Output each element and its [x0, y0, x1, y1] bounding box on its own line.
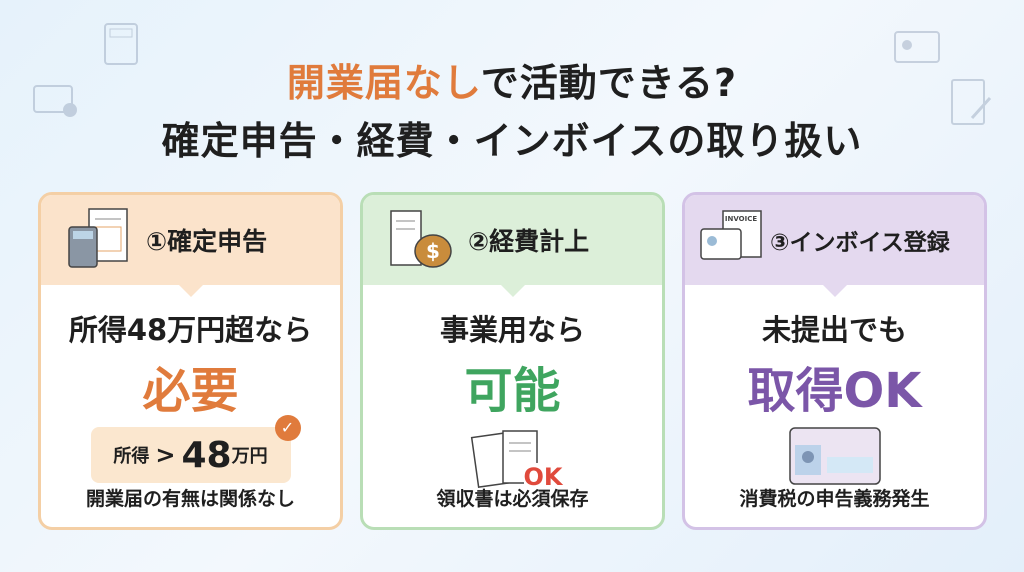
card-footer: 開業届の有無は関係なし	[85, 488, 295, 510]
receipts-ok-icon: OK	[463, 427, 563, 491]
badge-unit: 万円	[231, 446, 268, 467]
svg-text:$: $	[426, 239, 440, 263]
card-line: 所得48万円超なら	[68, 313, 313, 347]
card-header: $ ②経費計上	[363, 195, 662, 297]
receipt-money-bag-icon: $	[390, 210, 452, 268]
card-line: 事業用なら	[439, 313, 585, 347]
card-result: 取得OK	[747, 363, 922, 419]
card-footer: 消費税の申告義務発生	[739, 488, 930, 510]
card-heading: ③インボイス登録	[770, 230, 950, 256]
credit-card-icon	[33, 85, 77, 117]
card-footer: 領収書は必須保存	[436, 488, 589, 510]
calculator-document-icon	[68, 208, 128, 268]
receipts-icon	[470, 430, 538, 488]
title-line-1: 開業届なしで活動できる?	[0, 52, 1024, 107]
card-result: 可能	[464, 363, 561, 419]
card-header: INVOICE ③インボイス登録	[685, 195, 984, 297]
check-icon: ✓	[274, 415, 301, 441]
calculator-icon	[104, 23, 138, 65]
invoice-id-card-icon: INVOICE	[700, 210, 762, 260]
card-header: ①確定申告	[41, 195, 340, 297]
card-heading: ②経費計上	[468, 227, 590, 256]
card-tax-return: ①確定申告 所得48万円超なら 必要 所得 > 48 万円 ✓ 開業届の有無は関…	[38, 192, 343, 530]
id-card-icon	[788, 427, 881, 485]
card-invoice: INVOICE ③インボイス登録 未提出でも 取得OK 消費税の申告義務発生	[682, 192, 987, 530]
title-rest: で活動できる?	[480, 61, 738, 105]
id-card-icon	[894, 31, 940, 63]
title-accent: 開業届なし	[286, 61, 481, 105]
card-result: 必要	[142, 363, 239, 419]
badge-label: 所得	[113, 446, 150, 467]
card-line: 未提出でも	[761, 313, 907, 347]
income-badge: 所得 > 48 万円 ✓	[90, 415, 301, 483]
ok-stamp: OK	[523, 463, 563, 491]
badge-value: 48	[181, 434, 232, 476]
card-expenses: $ ②経費計上 事業用なら 可能 OK 領収書は必須保存	[360, 192, 665, 530]
invoice-icon	[951, 79, 992, 125]
badge-op: >	[155, 441, 176, 469]
title-line-2: 確定申告・経費・インボイスの取り扱い	[161, 119, 863, 163]
invoice-label: INVOICE	[725, 215, 757, 223]
card-heading: ①確定申告	[146, 227, 268, 256]
